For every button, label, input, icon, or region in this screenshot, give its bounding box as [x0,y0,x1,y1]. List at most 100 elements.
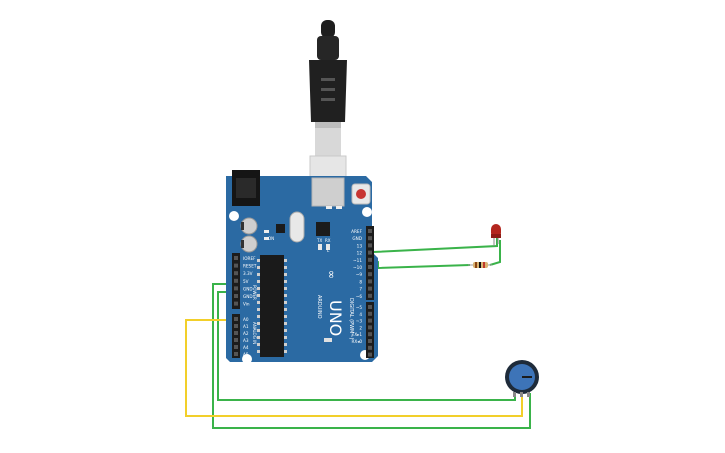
pin-label: RESET [243,264,257,269]
pin-label: 8 [359,279,362,284]
header-pin-hole[interactable] [234,345,238,349]
analog-header[interactable] [232,314,240,358]
header-pin-hole[interactable] [234,317,238,321]
header-pin-hole[interactable] [368,352,372,357]
pin-label: A4 [243,345,249,350]
wires [185,238,531,429]
wire-a0-pot[interactable] [185,319,523,417]
chip-pin [284,350,287,353]
header-pin-hole[interactable] [234,324,238,328]
l-label: L [327,248,330,253]
pin-label: A3 [243,338,249,343]
header-pin-hole[interactable] [368,339,372,343]
pin-label: 7 [359,287,362,292]
chip-pin [284,266,287,269]
pin-label: ~9 [356,272,363,277]
chip-pin [284,322,287,325]
chip-pin [257,329,260,332]
header-pin-hole[interactable] [234,256,238,260]
chip-pin [257,259,260,262]
header-pin-hole[interactable] [368,293,372,298]
header-pin-hole[interactable] [234,352,238,356]
pin-label: A5 [243,352,249,357]
digital-header-top[interactable] [366,226,374,300]
chip-pin [284,301,287,304]
header-pin-hole[interactable] [368,332,372,337]
pin-label: Vin [243,302,250,307]
pin-label: GND [243,294,253,299]
header-pin-hole[interactable] [234,278,238,283]
header-pin-hole[interactable] [234,301,238,306]
digital-header-bottom[interactable] [366,302,374,358]
header-pin-hole[interactable] [234,294,238,298]
chip-pin [257,315,260,318]
chip-pin [257,294,260,297]
header-pin-hole[interactable] [368,286,372,291]
header-pin-hole[interactable] [368,345,372,350]
pin-label: RX◂0 [351,339,362,344]
pin-label: 12 [357,251,363,256]
chip-pin [257,266,260,269]
uno-label: UNO [326,300,345,336]
header-pin-hole[interactable] [368,236,372,241]
header-pin-hole[interactable] [368,325,372,330]
header-pin-hole[interactable] [368,272,372,277]
resistor[interactable] [468,262,492,268]
pin-label: 4 [359,312,362,317]
header-pin-hole[interactable] [234,338,238,342]
pin-label: ~5 [356,305,363,310]
wire-gnd-pot[interactable] [217,291,516,401]
header-pin-hole[interactable] [368,279,372,284]
tx-label: TX [316,238,322,243]
arduino-label: ARDUINO [316,295,322,319]
chip-pin [257,336,260,339]
pin-label: GND [243,286,253,291]
wire-pin13-resistor[interactable] [372,258,471,270]
power-label: POWER [252,285,257,300]
header-pin-hole[interactable] [368,318,372,323]
chip-pin [257,287,260,290]
wire-resistor-led[interactable] [489,240,501,266]
chip-pin [284,273,287,276]
pin-label: ~3 [356,319,363,324]
header-pin-hole[interactable] [234,271,238,276]
usb-socket [311,177,345,207]
header-pin-hole[interactable] [368,305,372,309]
pin-label: ~10 [353,265,362,270]
chip-pin [257,273,260,276]
header-pin-hole[interactable] [368,243,372,248]
pin-label: A0 [243,317,249,322]
header-pin-hole[interactable] [368,257,372,262]
header-pin-hole[interactable] [368,265,372,269]
chip-pin [284,336,287,339]
chip-pin [284,315,287,318]
header-pin-hole[interactable] [368,311,372,316]
red-led[interactable] [491,224,501,246]
header-pin-hole[interactable] [234,331,238,335]
header-pin-hole[interactable] [234,286,238,291]
wire-5v-pot[interactable] [212,283,531,429]
pin-label: AREF [351,229,362,234]
on-label: ON [268,236,274,241]
reset-button[interactable] [351,183,371,205]
header-pin-hole[interactable] [368,229,372,233]
pin-label: A2 [243,331,249,336]
rx-label: RX [325,238,331,243]
wire-gnd-led[interactable] [372,238,498,253]
potentiometer[interactable] [505,360,539,397]
pin-label: 2 [359,325,362,330]
header-pin-hole[interactable] [234,263,238,268]
usb-cable[interactable] [309,20,347,193]
chip-pin [257,308,260,311]
header-pin-hole[interactable] [368,250,372,255]
chip-pin [257,322,260,325]
arduino-uno-board[interactable]: TX RX L ON ∞ ARDUINO UNO DIGITAL (PWM~) … [226,170,378,364]
chip-pin [284,308,287,311]
chip-pin [257,350,260,353]
arduino-logo-icon: ∞ [325,270,338,279]
chip-pin [284,259,287,262]
